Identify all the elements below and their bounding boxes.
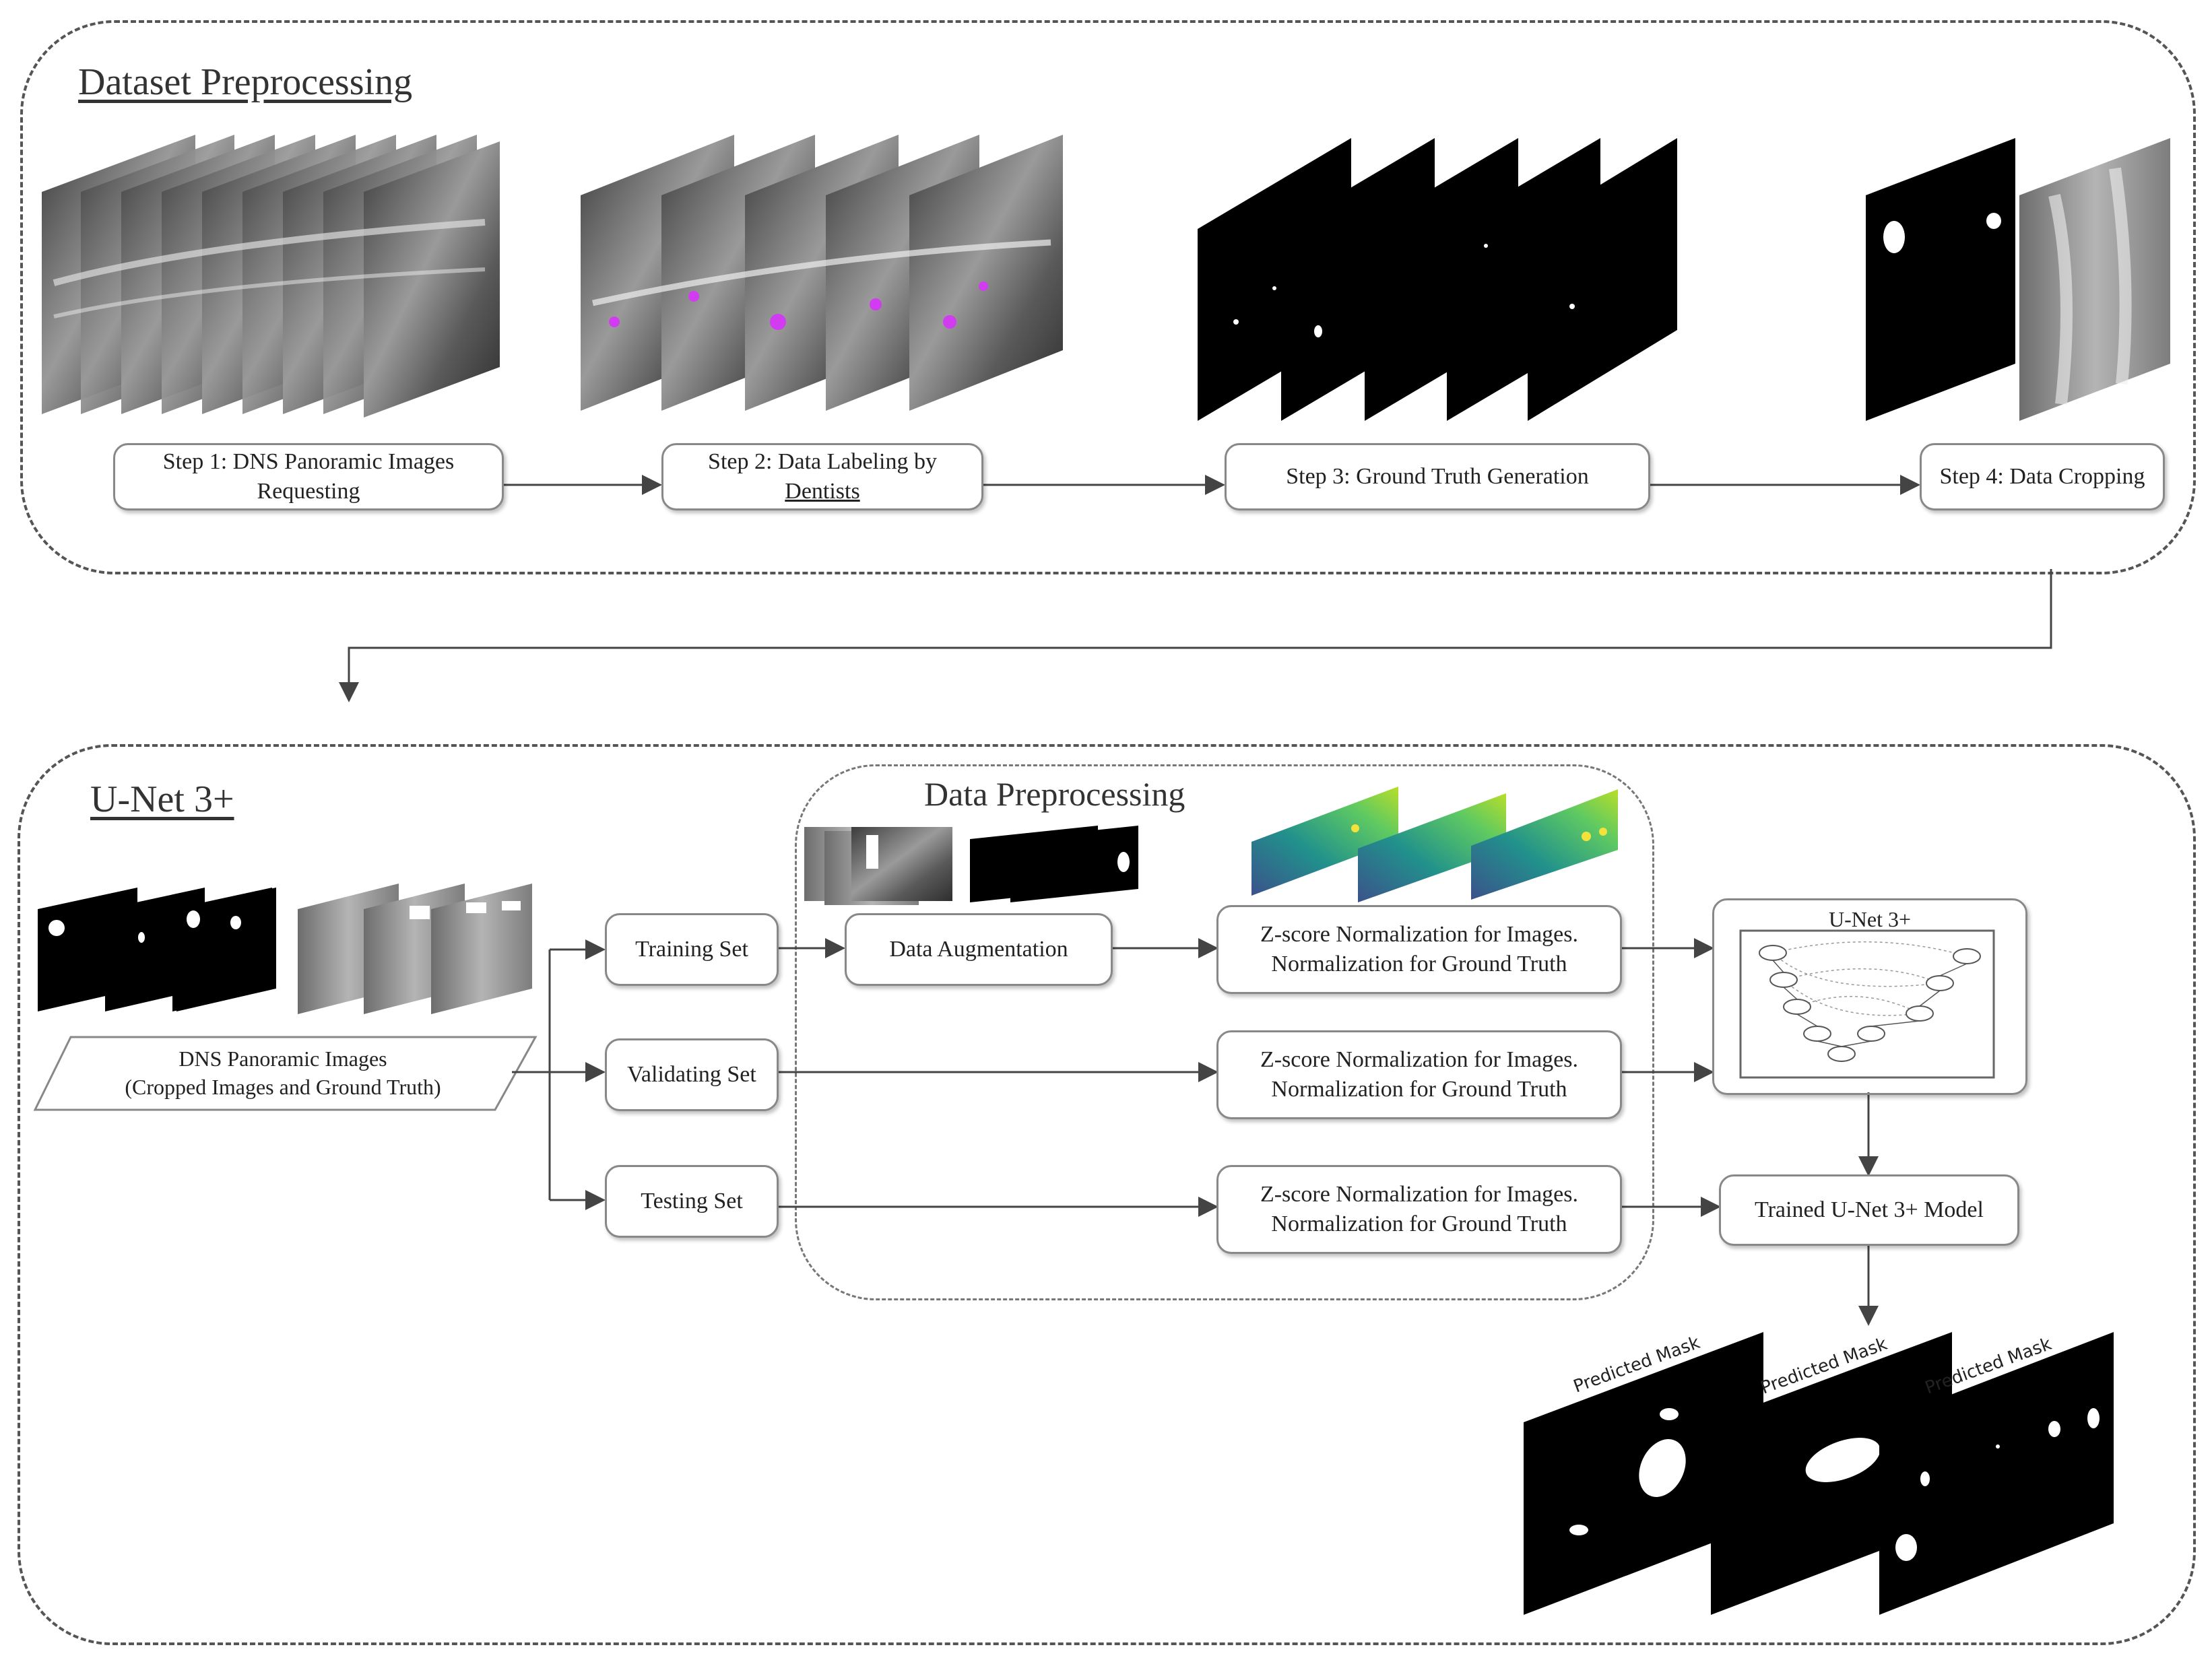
normalization-box-validating: Z-score Normalization for Images. Normal… [1216, 1030, 1622, 1119]
input-mask-stack [38, 888, 276, 1011]
testing-set-box: Testing Set [605, 1165, 779, 1238]
normalization-box-training: Z-score Normalization for Images. Normal… [1216, 905, 1622, 994]
unet-section-title: U-Net 3+ [90, 778, 234, 820]
dataset-preprocessing-panel [20, 20, 2196, 574]
validating-set-box: Validating Set [605, 1038, 779, 1111]
step1-xray-stack [42, 135, 500, 418]
normalization-box-testing: Z-score Normalization for Images. Normal… [1216, 1165, 1622, 1254]
unet-architecture-thumbnail [1739, 929, 1995, 1079]
split-arrows [512, 939, 606, 1210]
data-preprocessing-title: Data Preprocessing [924, 775, 1185, 813]
data-augmentation-box: Data Augmentation [845, 913, 1113, 986]
training-set-box: Training Set [605, 913, 779, 986]
dataset-preprocessing-title: Dataset Preprocessing [78, 61, 413, 103]
step3-ground-truth-stack [1198, 138, 1677, 421]
step2-label-line2: Dentists [785, 479, 860, 504]
step4-box: Step 4: Data Cropping [1920, 443, 2165, 510]
normalized-heatmap-thumbs [1251, 787, 1618, 902]
step2-label-line1: Step 2: Data Labeling by [708, 449, 937, 475]
data-preprocessing-panel [795, 764, 1654, 1300]
augmentation-mask-thumbs [970, 826, 1138, 902]
set-to-normalization-arrows [777, 938, 1218, 1217]
step2-labeled-xray-stack [581, 135, 1063, 411]
trained-model-box: Trained U-Net 3+ Model [1719, 1174, 2019, 1246]
input-xray-stack [298, 884, 532, 1014]
unet-panel [18, 744, 2196, 1645]
input-dataset-parallelogram [33, 1036, 538, 1111]
step1-box: Step 1: DNS Panoramic Images Requesting [113, 443, 504, 510]
augmentation-xray-thumbs [804, 827, 952, 905]
panel-connector-arrow [339, 569, 2052, 702]
input-dataset-label: DNS Panoramic Images (Cropped Images and… [125, 1046, 441, 1099]
normalization-to-model-arrows [1619, 938, 1879, 1326]
unet-model-box: U-Net 3+ [1712, 898, 2027, 1095]
step2-box: Step 2: Data Labeling by Dentists [661, 443, 983, 510]
step3-box: Step 3: Ground Truth Generation [1225, 443, 1650, 510]
step4-cropped-pair [1866, 138, 2170, 421]
unet-model-title: U-Net 3+ [1828, 907, 1911, 931]
